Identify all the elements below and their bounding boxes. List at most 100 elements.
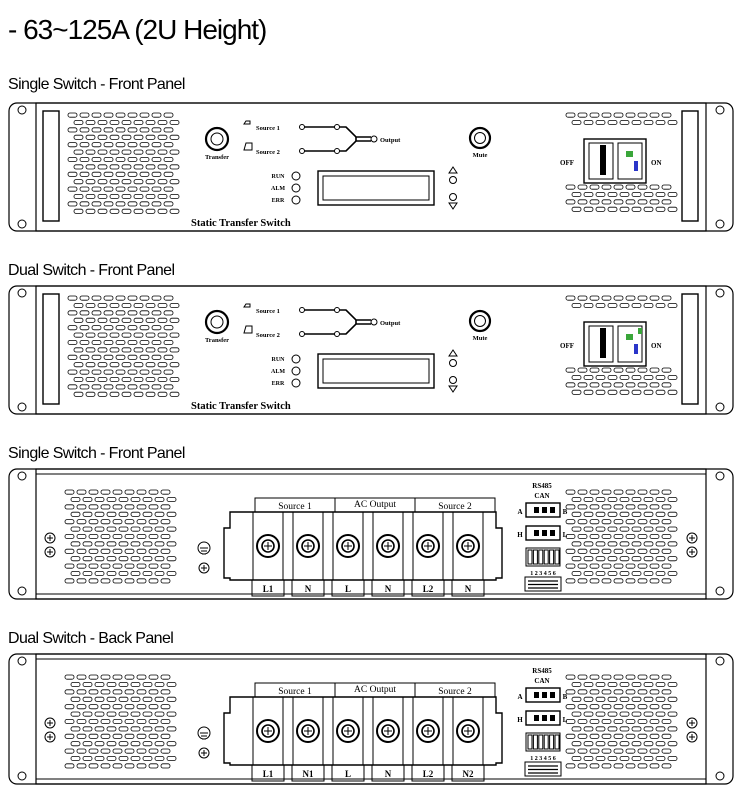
- vent-slot: [97, 208, 108, 214]
- vent-slot: [625, 548, 636, 554]
- vent-slot: [82, 556, 93, 562]
- vent-slot: [565, 578, 576, 584]
- vent-slot: [94, 571, 105, 577]
- vent-slot: [133, 302, 144, 308]
- vent-slot: [583, 696, 594, 702]
- vent-slot: [619, 726, 630, 732]
- led-alm: [291, 366, 301, 376]
- vent-slot: [70, 526, 81, 532]
- vent-slot: [649, 563, 660, 569]
- vent-slot: [142, 556, 153, 562]
- vent-slot: [625, 563, 636, 569]
- vent-slot: [643, 571, 654, 577]
- terminal-screw-inner: [261, 539, 275, 553]
- vent-slot: [607, 206, 618, 212]
- vent-slot: [115, 384, 126, 390]
- vent-slot: [139, 340, 150, 346]
- terminal-screw-cross: [384, 727, 392, 735]
- vent-slot: [571, 741, 582, 747]
- vent-slot: [649, 763, 660, 769]
- vent-slot: [127, 354, 138, 360]
- vent-slot: [589, 184, 600, 190]
- vent-slot: [667, 556, 678, 562]
- vent-slot: [583, 756, 594, 762]
- terminal-screw-inner: [461, 724, 475, 738]
- vent-slot: [145, 332, 156, 338]
- vent-slot: [571, 389, 582, 395]
- vent-slot: [667, 302, 678, 308]
- vent-slot: [148, 489, 159, 495]
- vent-slot: [151, 186, 162, 192]
- vent-slot: [64, 563, 75, 569]
- vent-slot: [121, 362, 132, 368]
- vent-slot: [127, 186, 138, 192]
- mount-hole: [17, 105, 27, 115]
- vent-slot: [70, 726, 81, 732]
- vent-slot: [157, 179, 168, 185]
- vent-slot: [595, 711, 606, 717]
- vent-slot: [115, 157, 126, 163]
- vent-slot: [82, 526, 93, 532]
- vent-slot: [160, 504, 171, 510]
- vent-slot: [577, 719, 588, 725]
- vent-slot: [151, 112, 162, 118]
- vent-slot: [106, 511, 117, 517]
- vent-slot: [124, 548, 135, 554]
- vent-slot: [73, 149, 84, 155]
- vent-slot: [625, 489, 636, 495]
- vent-slot: [619, 389, 630, 395]
- vent-slot: [619, 741, 630, 747]
- vent-slot: [85, 391, 96, 397]
- vent-slot: [667, 206, 678, 212]
- vent-slot: [613, 199, 624, 205]
- terminal-screw-cross: [424, 542, 432, 550]
- terminal-screw: [256, 534, 280, 558]
- terminal-label-1: L1: [263, 769, 274, 779]
- terminal-screw-inner: [381, 724, 395, 738]
- vent-slot: [136, 733, 147, 739]
- terminal-screw-inner: [341, 724, 355, 738]
- vent-slot: [127, 369, 138, 375]
- vent-slot: [130, 496, 141, 502]
- vent-slot: [85, 119, 96, 125]
- terminal-screw: [456, 534, 480, 558]
- vent-slot: [169, 362, 180, 368]
- vent-slot: [565, 489, 576, 495]
- header-ac-output: AC Output: [354, 685, 396, 695]
- screw: [44, 717, 56, 729]
- port-b-label: B: [563, 508, 568, 516]
- vent-slot: [667, 741, 678, 747]
- vent-slot: [145, 134, 156, 140]
- vent-slot: [607, 541, 618, 547]
- vent-slot: [88, 674, 99, 680]
- terminal-screw-cross: [264, 542, 272, 550]
- terminal-block: [223, 696, 503, 766]
- vent-slot: [124, 748, 135, 754]
- screw-cross: [201, 565, 207, 571]
- vent-slot: [667, 726, 678, 732]
- vent-slot: [73, 134, 84, 140]
- vent-slot: [160, 704, 171, 710]
- vent-slot: [601, 489, 612, 495]
- vent-slot: [91, 369, 102, 375]
- vent-slot: [148, 763, 159, 769]
- vent-slot: [571, 681, 582, 687]
- mount-hole: [17, 402, 27, 412]
- vent-slot: [613, 504, 624, 510]
- vent-slot: [583, 375, 594, 381]
- vent-slot: [667, 756, 678, 762]
- vent-slot: [613, 548, 624, 554]
- port-pin: [542, 715, 547, 721]
- vent-slot: [118, 556, 129, 562]
- vent-slot: [625, 578, 636, 584]
- vent-slot: [73, 194, 84, 200]
- vent-slot: [607, 711, 618, 717]
- vent-slot: [157, 194, 168, 200]
- vent-slot: [109, 134, 120, 140]
- breaker-handle-right: [617, 325, 643, 363]
- vent-slot: [643, 375, 654, 381]
- vent-slot: [619, 756, 630, 762]
- vent-slot: [589, 367, 600, 373]
